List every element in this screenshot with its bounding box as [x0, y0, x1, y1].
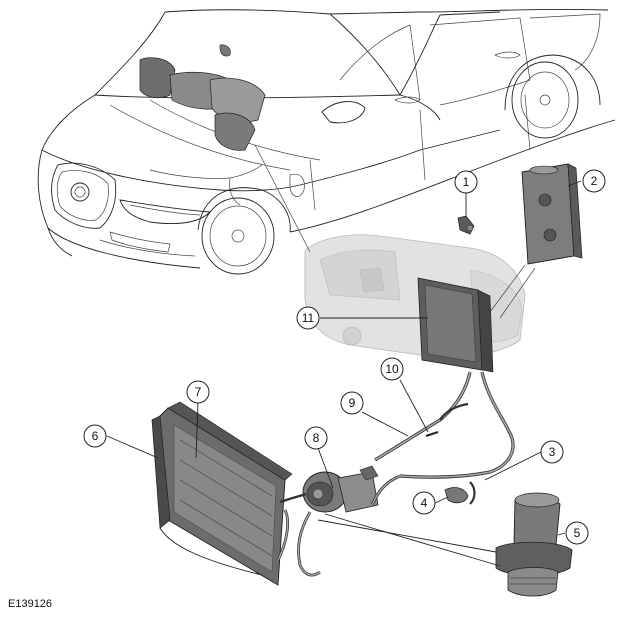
sensor-part	[457, 215, 475, 235]
callout-label-5: 5	[574, 526, 581, 540]
callout-label-9: 9	[349, 396, 356, 410]
pressure-sensor	[317, 492, 573, 597]
callout-5: 5	[565, 521, 589, 545]
refrigerant-lines	[276, 371, 515, 577]
callout-11: 11	[296, 306, 320, 330]
expansion-valve	[521, 163, 583, 265]
callout-label-1: 1	[463, 175, 470, 189]
evaporator-core	[417, 277, 494, 373]
callout-4: 4	[412, 491, 436, 515]
callout-label-2: 2	[591, 174, 598, 188]
hvac-housing	[254, 144, 536, 358]
callout-label-7: 7	[195, 385, 202, 399]
callout-9: 9	[340, 391, 364, 415]
callout-2: 2	[582, 169, 606, 193]
callout-8: 8	[304, 426, 328, 450]
callout-label-10: 10	[385, 362, 399, 376]
callout-label-3: 3	[549, 445, 556, 459]
condenser	[151, 401, 293, 586]
callout-3: 3	[540, 440, 564, 464]
callout-1: 1	[454, 170, 478, 194]
callout-6: 6	[83, 424, 107, 448]
figure-reference-id: E139126	[8, 598, 53, 610]
callout-7: 7	[186, 380, 210, 404]
car-illustration	[37, 8, 616, 275]
callout-label-8: 8	[313, 431, 320, 445]
callout-label-11: 11	[302, 311, 315, 325]
leader-lines	[106, 180, 582, 536]
callout-label-4: 4	[421, 496, 428, 510]
callout-10: 10	[380, 357, 404, 381]
callout-label-6: 6	[92, 429, 99, 443]
compressor	[302, 465, 379, 513]
